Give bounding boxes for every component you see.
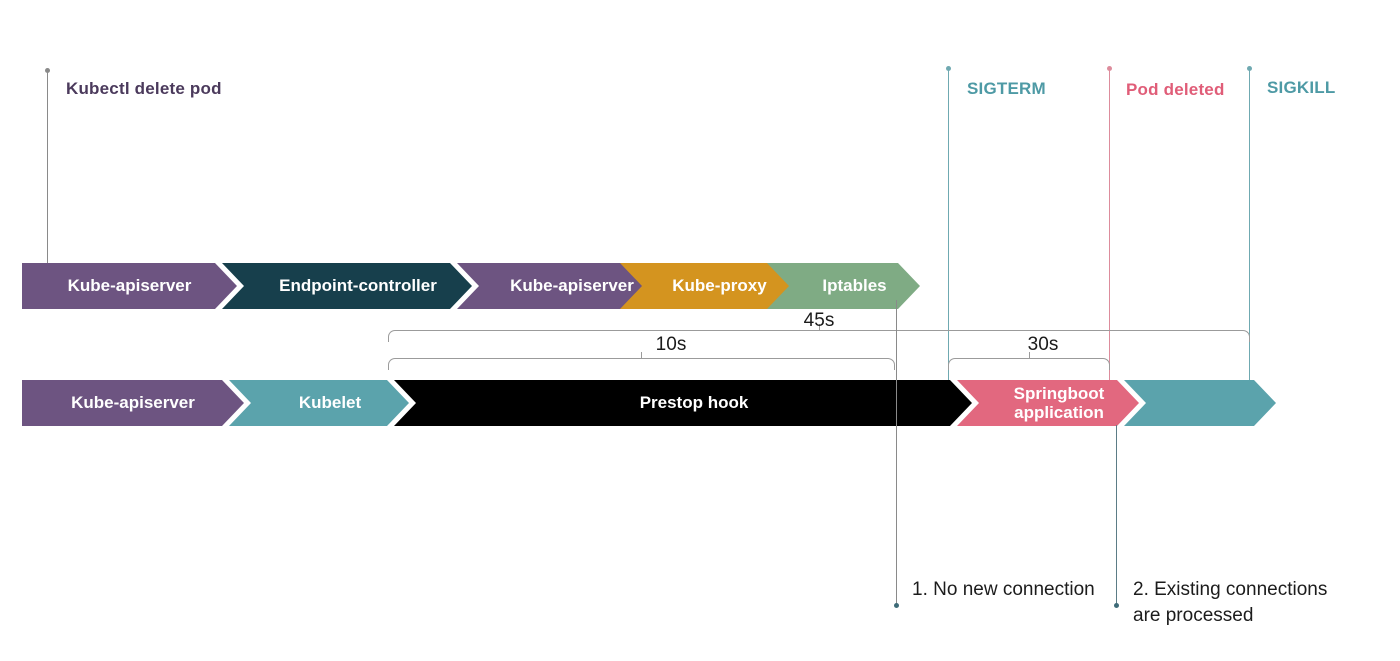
kubectl-delete-pod-dot xyxy=(45,68,50,73)
sigkill-dot xyxy=(1247,66,1252,71)
callout-existing-connections-line xyxy=(1116,425,1117,606)
kubectl-delete-pod-label: Kubectl delete pod xyxy=(66,79,222,98)
endpoint-controller[interactable]: Endpoint-controller xyxy=(222,263,472,309)
callout-no-new-connection-dot xyxy=(894,603,899,608)
brace-10s-label: 10s xyxy=(655,334,687,355)
brace-10s-tick xyxy=(641,352,642,359)
kube-apiserver-1[interactable]: Kube-apiserver xyxy=(22,263,237,309)
kubelet-label: Kubelet xyxy=(298,393,362,413)
brace-10s xyxy=(388,358,895,370)
prestop-hook[interactable]: Prestop hook xyxy=(394,380,972,426)
sigterm-label: SIGTERM xyxy=(967,79,1046,98)
brace-30s xyxy=(948,358,1110,370)
termination-tail[interactable] xyxy=(1124,380,1276,426)
kube-apiserver-3-label: Kube-apiserver xyxy=(71,393,195,413)
iptables[interactable]: Iptables xyxy=(767,263,920,309)
kube-proxy-label: Kube-proxy xyxy=(672,276,767,296)
brace-30s-label: 30s xyxy=(1027,334,1059,355)
brace-45s-tick xyxy=(819,324,820,331)
endpoint-controller-label: Endpoint-controller xyxy=(279,276,437,296)
sigterm-line xyxy=(948,68,949,380)
sigkill-line xyxy=(1249,68,1250,380)
sigterm-dot xyxy=(946,66,951,71)
pod-deleted-label: Pod deleted xyxy=(1126,80,1225,99)
kubectl-delete-pod-line xyxy=(47,70,48,264)
node-row: Kube-apiserver Kubelet Prestop hook Springb… xyxy=(0,380,1400,426)
pod-deleted-line xyxy=(1109,68,1110,380)
iptables-label: Iptables xyxy=(822,276,887,296)
brace-30s-tick xyxy=(1029,352,1030,359)
pod-deleted-dot xyxy=(1107,66,1112,71)
kube-apiserver-2-label: Kube-apiserver xyxy=(510,276,634,296)
kube-apiserver-1-label: Kube-apiserver xyxy=(67,276,192,296)
control-plane-row: Kube-apiserver Endpoint-controller Kube-ap… xyxy=(0,263,1400,309)
sigkill-label: SIGKILL xyxy=(1267,78,1336,97)
callout-existing-connections-dot xyxy=(1114,603,1119,608)
brace-45s-label: 45s xyxy=(803,310,835,331)
kube-apiserver-3[interactable]: Kube-apiserver xyxy=(22,380,244,426)
callout-no-new-connection-line xyxy=(896,300,897,606)
prestop-hook-label: Prestop hook xyxy=(639,393,749,413)
kubelet[interactable]: Kubelet xyxy=(229,380,409,426)
kube-proxy[interactable]: Kube-proxy xyxy=(620,263,797,309)
callout-no-new-connection-text: 1. No new connection xyxy=(912,579,1095,600)
